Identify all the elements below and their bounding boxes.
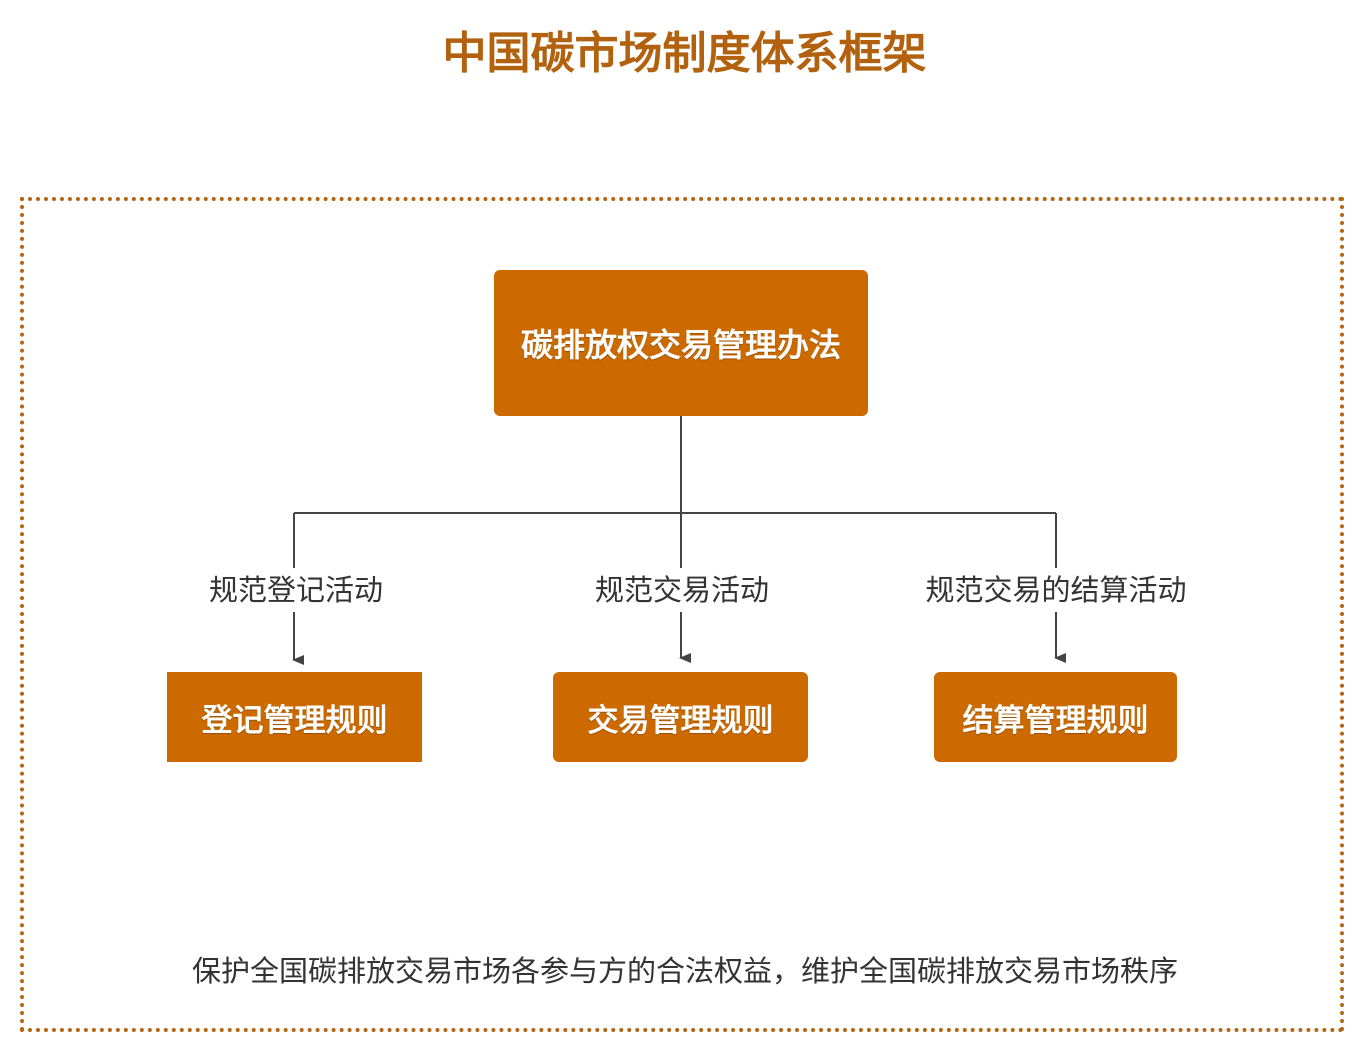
dotted-frame	[20, 197, 1344, 1032]
child-node-label: 结算管理规则	[962, 702, 1149, 739]
diagram-title: 中国碳市场制度体系框架	[442, 28, 927, 79]
child-node-settlement: 结算管理规则	[934, 672, 1177, 762]
child-node-registration: 登记管理规则	[167, 672, 422, 762]
root-node: 碳排放权交易管理办法	[494, 270, 868, 416]
footer-caption: 保护全国碳排放交易市场各参与方的合法权益，维护全国碳排放交易市场秩序	[191, 954, 1178, 988]
child-node-label: 交易管理规则	[587, 702, 774, 739]
edge-label-settlement: 规范交易的结算活动	[906, 568, 1206, 612]
edge-label-trading: 规范交易活动	[580, 568, 784, 612]
child-node-trading: 交易管理规则	[553, 672, 808, 762]
child-node-label: 登记管理规则	[201, 702, 388, 739]
edge-label-registration: 规范登记活动	[194, 568, 398, 612]
root-node-label: 碳排放权交易管理办法	[520, 326, 841, 364]
